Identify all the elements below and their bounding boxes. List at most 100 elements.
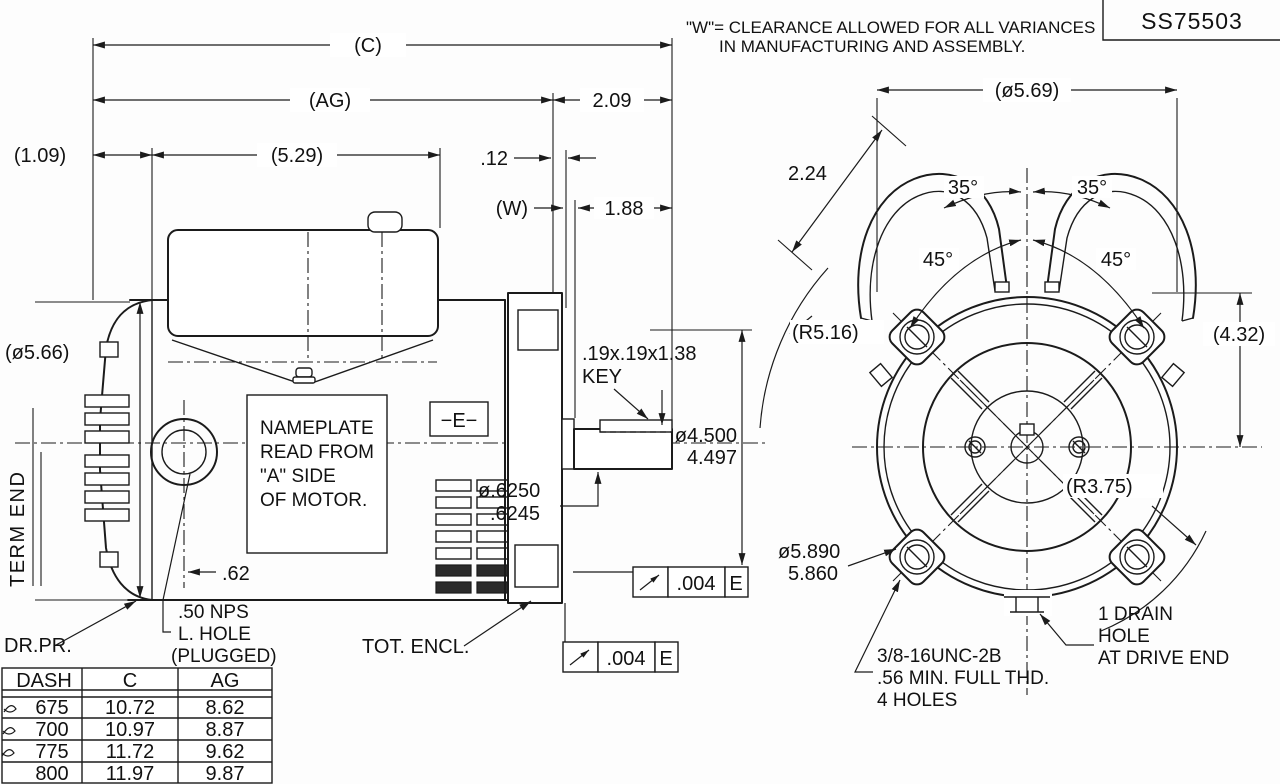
dim-frame-length: (AG) 2.09 (93, 88, 672, 112)
drain-line2: HOLE (1098, 626, 1150, 647)
drip-proof-callout: DR.PR. (4, 600, 137, 657)
end-view: (R5.16) (ø5.69) 2.24 35° 35° (759, 78, 1275, 711)
nameplate-line2: READ FROM (260, 442, 374, 463)
enclosure-label: TOT. ENCL. (362, 636, 469, 658)
general-note: "W"= CLEARANCE ALLOWED FOR ALL VARIANCES… (686, 18, 1095, 56)
thread-line1: 3/8-16UNC-2B (877, 646, 1002, 667)
dim-62-label: .62 (222, 563, 250, 585)
thread-note: 3/8-16UNC-2B .56 MIN. FULL THD. 4 HOLES (854, 579, 1049, 711)
runout-symbol-icon (569, 649, 590, 666)
runout-value-1: .004 (677, 573, 716, 595)
table-row: 775 11.72 9.62 (35, 741, 244, 763)
dim-overall-length: (C) (93, 33, 672, 57)
dim-224-label: 2.24 (788, 163, 827, 185)
cell-dash-700: 700 (35, 719, 68, 741)
dim-center-height: (4.32) (1152, 292, 1275, 447)
key-size-label: .19x.19x1.38 (582, 343, 697, 365)
thread-line2: .56 MIN. FULL THD. (877, 668, 1049, 689)
datum-e-label: −E− (441, 410, 478, 432)
cell-c-700: 10.97 (105, 719, 155, 741)
dim-529-label: (5.29) (271, 145, 323, 167)
mounting-ears (868, 308, 1186, 586)
revision-mark-icon (1, 749, 15, 757)
nps-line3: (PLUGGED) (171, 646, 277, 667)
side-view: (C) (AG) 2.09 (1.09) (5.29) .12 (W) (4, 33, 765, 673)
cell-dash-775: 775 (35, 741, 68, 763)
dim-washer-gap: .12 (480, 148, 596, 170)
runout-datum-2: E (659, 648, 672, 670)
terminal-stack (84, 341, 130, 568)
cell-c-675: 10.72 (105, 697, 155, 719)
dim-shaft-extension: (W) 1.88 (496, 197, 672, 220)
dim-w-label: (W) (496, 198, 528, 220)
term-end-text: TERM END (7, 471, 29, 587)
cell-ag-775: 9.62 (206, 741, 245, 763)
dim-c-label: (C) (354, 35, 382, 57)
enclosure-callout: TOT. ENCL. (362, 600, 532, 658)
cell-ag-800: 9.87 (206, 763, 245, 784)
runout-datum-1: E (729, 573, 742, 595)
drain-line3: AT DRIVE END (1098, 648, 1229, 669)
revision-mark-icon (2, 727, 16, 735)
dim-angles-45: 45° 45° (909, 239, 1145, 329)
dim-109-label: (1.09) (14, 145, 66, 167)
note-line-2: IN MANUFACTURING AND ASSEMBLY. (719, 37, 1025, 56)
dim-left-lengths: (1.09) (5.29) (14, 143, 440, 167)
dim-pilot-dia: ø4.500 4.497 (675, 330, 746, 565)
nameplate-line3: "A" SIDE (260, 466, 336, 487)
drain-line1: 1 DRAIN (1098, 604, 1173, 625)
dim-12-label: .12 (480, 148, 508, 170)
dim-r375-label: (R3.75) (1066, 476, 1133, 498)
key-callout: .19x.19x1.38 KEY (582, 343, 697, 420)
nps-line1: .50 NPS (178, 602, 249, 623)
nps-line2: L. HOLE (178, 624, 251, 645)
col-header-ag: AG (211, 670, 240, 692)
angle-35-left: 35° (948, 177, 978, 199)
shaft-dia-min: .6245 (490, 503, 540, 525)
drain-hole-symbol (1004, 590, 1052, 616)
table-row: 700 10.97 8.87 (35, 719, 244, 741)
datum-e-flag: −E− (429, 401, 489, 437)
note-line-1: "W"= CLEARANCE ALLOWED FOR ALL VARIANCES (686, 18, 1095, 37)
cell-dash-675: 675 (35, 697, 68, 719)
cell-c-775: 11.72 (106, 741, 155, 763)
table-row: 675 10.72 8.62 (35, 697, 244, 719)
cell-ag-700: 8.87 (206, 719, 245, 741)
runout-symbol-icon (639, 574, 660, 591)
col-header-c: C (123, 670, 137, 692)
dim-432-label: (4.32) (1213, 324, 1265, 346)
angle-45-left: 45° (923, 249, 953, 271)
dim-conduit-offset: .62 (188, 563, 250, 585)
revision-marks (1, 705, 17, 757)
dim-bolt-circle: ø5.890 5.860 (778, 541, 897, 585)
title-block: SS75503 (1102, 0, 1280, 41)
dim-bolt-radius: (R3.75) (1063, 474, 1207, 632)
dim-r516-label: (R5.16) (792, 322, 859, 344)
dim-flange-dia: (ø5.69) (876, 78, 1178, 292)
term-end-label: TERM END (7, 408, 42, 587)
angle-35-right: 35° (1077, 177, 1107, 199)
nameplate-line1: NAMEPLATE (260, 418, 374, 439)
dim-566-label: (ø5.66) (5, 342, 69, 364)
conduit-boss (150, 400, 218, 588)
shaft-dia-max: ø.6250 (478, 480, 540, 502)
runout-frame-1: .004 E (573, 566, 749, 598)
col-header-dash: DASH (16, 670, 72, 692)
pilot-dia-max: ø4.500 (675, 425, 737, 447)
dim-188-label: 1.88 (605, 198, 644, 220)
dim-ag-label: (AG) (309, 90, 351, 112)
runout-value-2: .004 (607, 648, 646, 670)
nameplate-line4: OF MOTOR. (260, 490, 367, 511)
cell-dash-800: 800 (35, 763, 68, 784)
cell-ag-675: 8.62 (206, 697, 245, 719)
dim-209-label: 2.09 (593, 90, 632, 112)
nameplate: NAMEPLATE READ FROM "A" SIDE OF MOTOR. (246, 394, 388, 554)
shaft (573, 428, 673, 470)
dim-569-label: (ø5.69) (995, 80, 1059, 102)
key-word-label: KEY (582, 366, 622, 388)
table-row: 800 11.97 9.87 (35, 763, 244, 784)
runout-frame-2: .004 E (562, 603, 679, 673)
shaft-key (599, 419, 673, 433)
dim-term-dia: (ø5.66) (5, 302, 144, 598)
